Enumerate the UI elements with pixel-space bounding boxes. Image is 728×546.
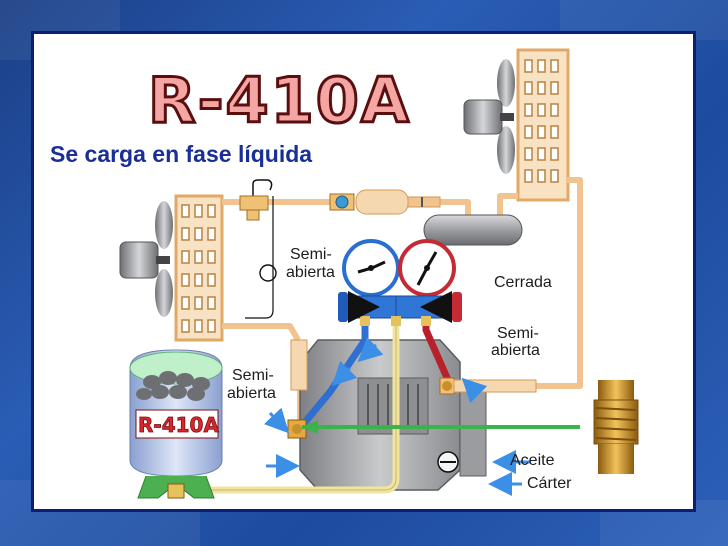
flow-arrows [263,336,530,496]
label-abierta-2: abierta [491,342,540,359]
page-title: R-410A [148,64,411,137]
label-cerrada: Cerrada [494,274,552,291]
oil-sight-glass-icon [437,451,459,473]
green-arrow-head [302,420,318,434]
condenser-coil-icon [516,48,570,202]
label-semi-2: Semi- [497,325,539,342]
sensor-bulb [259,264,277,282]
label-semi-1: Semi- [290,246,332,263]
label-abierta-3: abierta [227,385,276,402]
yellow-hose-outline [200,318,397,491]
thermostat-line [245,196,274,319]
label-aceite: Aceite [510,452,555,469]
label-carter: Cárter [527,475,572,492]
label-semi-3: Semi- [232,367,274,384]
capillary-loop [252,179,273,196]
receiver-icon [423,214,523,246]
expansion-valve-icon [239,195,269,221]
filter-drier-icon [355,189,441,215]
fan-icon [119,201,173,317]
label-abierta-1: abierta [286,264,335,281]
sight-glass-icon [329,193,355,211]
manifold-icon [338,291,462,326]
cylinder-label: R-410A [138,413,219,437]
cylinder-label-plate [135,409,219,439]
fan-icon [463,59,515,174]
brass-fitting-icon [593,380,639,474]
evaporator-coil-icon [174,194,224,342]
subtitle: Se carga en fase líquida [50,141,313,167]
